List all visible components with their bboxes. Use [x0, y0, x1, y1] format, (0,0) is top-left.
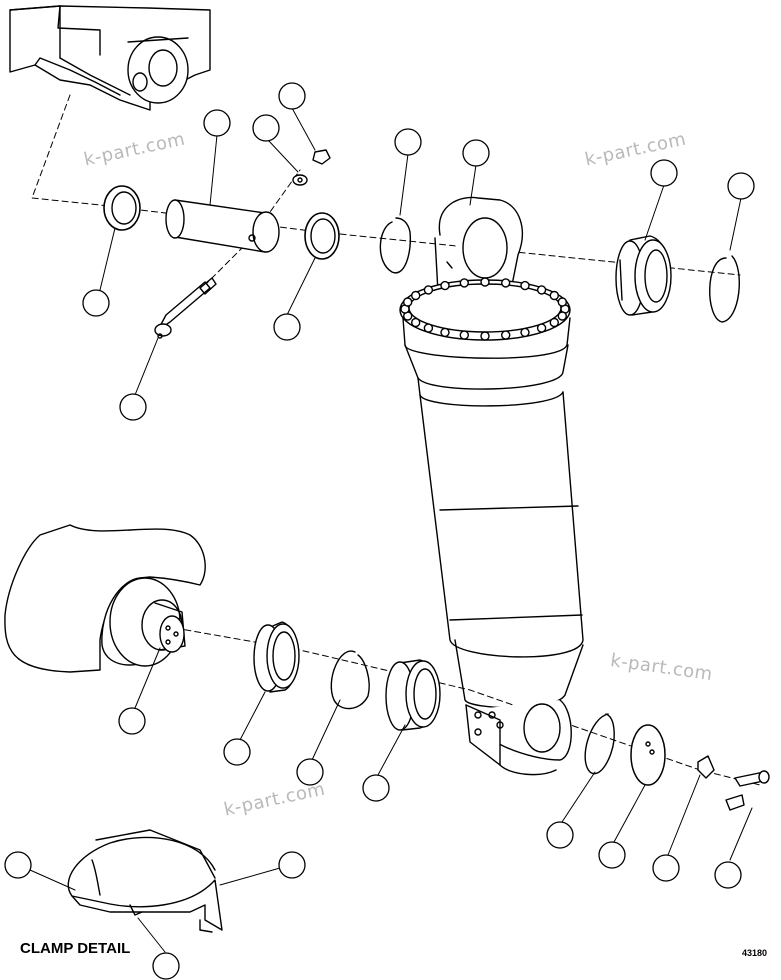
- flange-bolt: [549, 290, 559, 301]
- drawing-number: 43180: [742, 948, 768, 958]
- flange-bolt: [411, 317, 421, 328]
- callout-circle: [650, 159, 678, 187]
- upper-snap-ring: [379, 217, 412, 274]
- upper-pivot-pin: [165, 199, 280, 253]
- flange-bolt: [520, 327, 530, 338]
- upper-spacer-washer: [103, 185, 141, 231]
- callout-circle: [394, 128, 422, 156]
- flange-bolt: [459, 278, 469, 288]
- flange-bolt: [440, 280, 450, 291]
- flange-bolt: [480, 277, 490, 287]
- callout-circle: [152, 952, 180, 980]
- flange-bolt: [403, 297, 413, 307]
- flange-bolt: [411, 290, 421, 301]
- callout-circle: [598, 841, 626, 869]
- callout-circle: [278, 82, 306, 110]
- lower-capscrews: [725, 770, 770, 811]
- leader-lines: [29, 107, 753, 953]
- callout-circle: [714, 861, 742, 889]
- callout-circle: [296, 758, 324, 786]
- flange-bolt: [520, 280, 530, 291]
- callout-circle: [727, 172, 755, 200]
- callout-circles: [4, 82, 755, 980]
- callout-circle: [546, 821, 574, 849]
- flange-bolt: [501, 278, 511, 288]
- upper-bushing: [615, 235, 672, 316]
- upper-seal-washer: [304, 212, 340, 260]
- callout-circle: [82, 289, 110, 317]
- clamp-detail-label: CLAMP DETAIL: [20, 940, 131, 957]
- callout-circle: [223, 738, 251, 766]
- flange-bolt: [423, 285, 434, 295]
- callout-circle: [652, 854, 680, 882]
- flange-bolt: [557, 297, 567, 307]
- callout-circle: [273, 313, 301, 341]
- flange-bolt: [549, 317, 559, 328]
- flange-bolt: [459, 330, 469, 340]
- callout-circle: [118, 707, 146, 735]
- flange-bolt: [501, 330, 511, 340]
- callout-circle: [362, 774, 390, 802]
- flange-bolt: [536, 323, 547, 333]
- lower-snap-ring: [330, 650, 370, 710]
- callout-circle: [4, 851, 32, 879]
- flange-bolt: [423, 323, 434, 333]
- lower-retaining-ring: [584, 713, 615, 775]
- flange-bolt: [536, 285, 547, 295]
- flange-bolt: [480, 331, 490, 341]
- callout-circle: [278, 851, 306, 879]
- callout-circle: [462, 139, 490, 167]
- lower-mount-structure: [4, 524, 206, 673]
- cylinder-bolt-ring: [400, 277, 570, 341]
- upper-retaining-ring: [709, 255, 740, 323]
- clamp-detail: [67, 829, 223, 933]
- upper-nut-washer: [292, 149, 331, 186]
- callout-circle: [252, 114, 280, 142]
- callout-circle: [119, 393, 147, 421]
- upper-mounting-bracket: [9, 5, 211, 111]
- lower-bushing: [385, 659, 441, 731]
- lower-end-plate: [630, 724, 666, 786]
- upper-capscrew: [154, 277, 217, 339]
- flange-bolt: [440, 327, 450, 338]
- flange-bolt: [557, 311, 567, 321]
- lower-spacer: [253, 621, 300, 693]
- lower-lock-plate: [697, 755, 715, 779]
- callout-circle: [203, 109, 231, 137]
